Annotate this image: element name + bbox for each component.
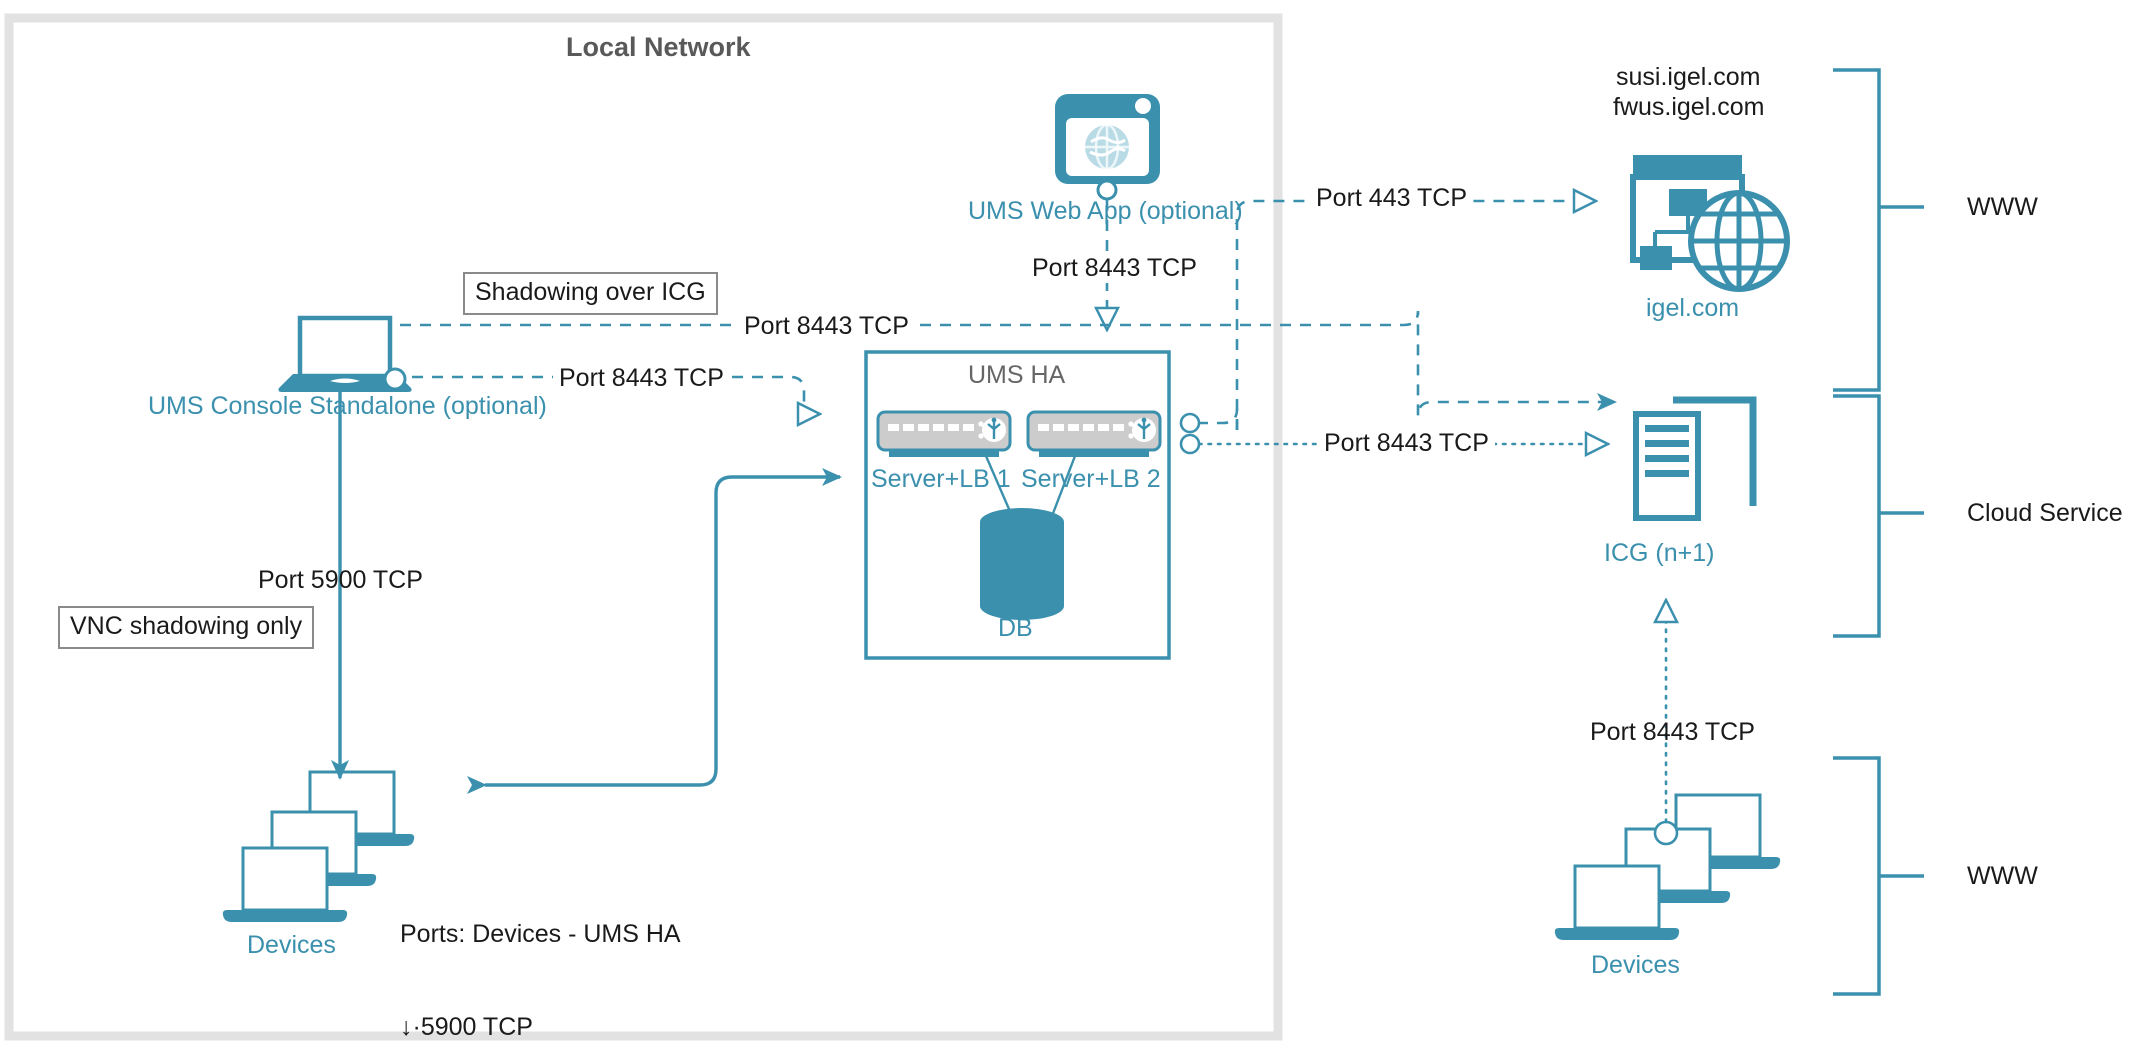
label-devices-to-icg-port: Port 8443 TCP [1590, 718, 1755, 746]
label-console-shadowing-port: Port 8443 TCP [738, 311, 915, 341]
server-tower-icon [1633, 396, 1757, 521]
ports-note-title: Ports: Devices - UMS HA [400, 920, 681, 948]
connector-console-to-ha [412, 375, 820, 414]
zone-bracket-www-bottom [1833, 756, 1924, 996]
zone-label-www-bottom: WWW [1967, 862, 2038, 890]
browser-globe-icon [1055, 94, 1160, 201]
icg-label: ICG (n+1) [1604, 539, 1715, 567]
callout-shadowing-over-icg: Shadowing over ICG [463, 272, 718, 315]
devices-remote-label: Devices [1591, 951, 1680, 979]
igel-host-susi: susi.igel.com [1616, 63, 1761, 91]
laptops-stack-icon-remote [1554, 793, 1781, 940]
callout-vnc-shadowing-only: VNC shadowing only [58, 606, 315, 649]
zone-label-cloud-service: Cloud Service [1967, 499, 2123, 527]
label-console-to-devices-port: Port 5900 TCP [258, 566, 423, 594]
ports-note: Ports: Devices - UMS HA ↓·5900 TCP ↓·300… [400, 857, 681, 1044]
server-lb-2-label: Server+LB 2 [1021, 465, 1161, 493]
zone-bracket-www-top [1833, 68, 1924, 392]
label-console-to-ha-port: Port 8443 TCP [553, 363, 730, 393]
label-webapp-to-igel-port: Port 443 TCP [1310, 183, 1474, 213]
ums-ha-label: UMS HA [968, 361, 1066, 389]
laptop-icon [278, 315, 412, 392]
connector-webapp-to-igelcom [1235, 201, 1596, 430]
database-cylinder-icon [980, 455, 1077, 620]
label-ha-to-icg-port: Port 8443 TCP [1318, 428, 1495, 458]
label-webapp-to-ha-port: Port 8443 TCP [1026, 253, 1203, 283]
server-lb-1-label: Server+LB 1 [871, 465, 1011, 493]
connector-console-shadowing-icg [400, 310, 1617, 417]
ums-console-label: UMS Console Standalone (optional) [148, 392, 547, 420]
page-title: Local Network [566, 32, 751, 62]
igel-com-label: igel.com [1646, 294, 1740, 322]
devices-local-label: Devices [247, 931, 336, 959]
ums-web-app-label: UMS Web App (optional) [968, 197, 1243, 225]
connector-ha-to-devices [467, 468, 842, 794]
db-label: DB [998, 614, 1033, 642]
rack-server-icon-2 [1026, 410, 1162, 457]
ports-note-line-0: ↓·5900 TCP [400, 1013, 533, 1041]
connector-ha-to-icg [1179, 435, 1608, 453]
website-globe-icon [1630, 155, 1790, 292]
rack-server-icon-1 [876, 410, 1012, 457]
connector-ha-port-upper [1179, 408, 1239, 434]
laptops-stack-icon-local [222, 770, 415, 922]
zone-label-www-top: WWW [1967, 193, 2038, 221]
igel-host-fwus: fwus.igel.com [1613, 93, 1765, 121]
zone-bracket-cloud-service [1833, 394, 1924, 638]
